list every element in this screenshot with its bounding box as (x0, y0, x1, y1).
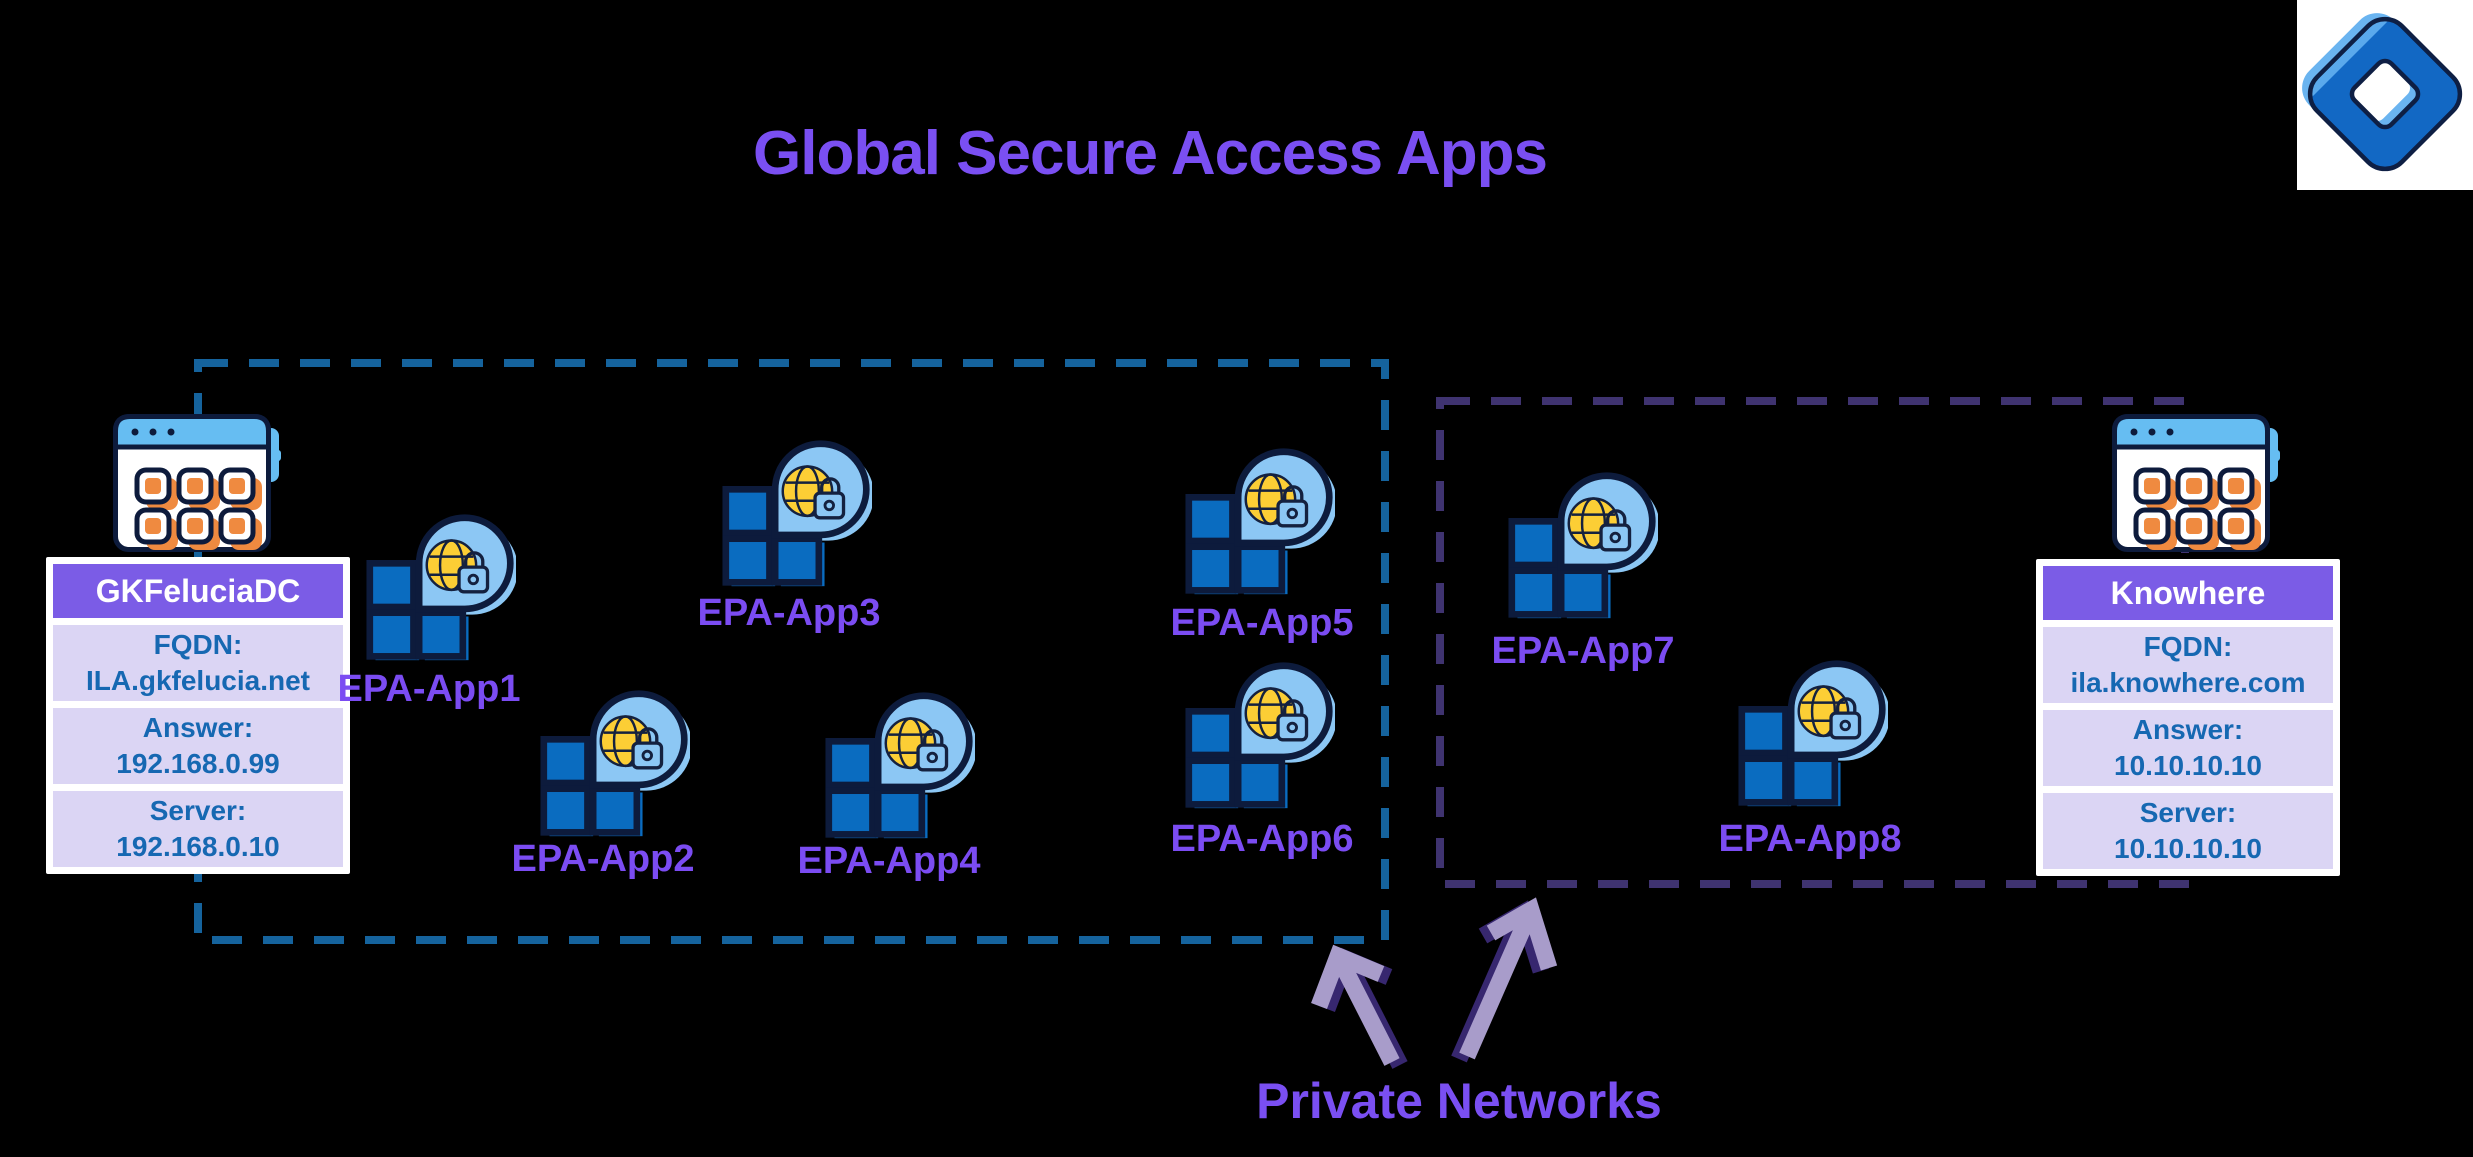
row-value: ila.knowhere.com (2070, 667, 2306, 698)
row-value: 10.10.10.10 (2114, 833, 2262, 864)
secure-app-icon (540, 688, 690, 840)
browser-window-icon (2112, 414, 2284, 554)
secure-app-icon (366, 512, 516, 664)
site-name: Knowhere (2043, 566, 2333, 620)
server-row: Server: 192.168.0.10 (53, 791, 343, 867)
row-label: FQDN: (2143, 630, 2233, 662)
app-label: EPA-App1 (337, 668, 521, 710)
secure-app-icon (1185, 660, 1335, 812)
site-name: GKFeluciaDC (53, 564, 343, 618)
row-label: Server: (2139, 796, 2237, 828)
row-label: Answer: (2132, 713, 2244, 745)
secure-app-icon (1185, 446, 1335, 598)
arrow-up-left-icon (1311, 944, 1408, 1069)
page-title: Global Secure Access Apps (753, 119, 1548, 188)
answer-row: Answer: 192.168.0.99 (53, 708, 343, 784)
app-label: EPA-App8 (1718, 818, 1902, 860)
row-value: ILA.gkfelucia.net (85, 665, 311, 696)
secure-app-icon (722, 438, 872, 590)
logo-card (2297, 0, 2473, 190)
secure-app-icon (825, 690, 975, 842)
row-label: FQDN: (153, 628, 243, 660)
fqdn-row: FQDN: ILA.gkfelucia.net (53, 625, 343, 701)
global-secure-access-logo-icon (2300, 9, 2470, 179)
fqdn-row: FQDN: ila.knowhere.com (2043, 627, 2333, 703)
row-value: 192.168.0.10 (116, 831, 280, 862)
dns-table-knowhere: Knowhere FQDN: ila.knowhere.com Answer: … (2036, 559, 2340, 876)
secure-app-icon (1508, 470, 1658, 622)
private-networks-label: Private Networks (1256, 1073, 1662, 1129)
app-label: EPA-App4 (797, 840, 981, 882)
app-label: EPA-App7 (1491, 630, 1675, 672)
app-label: EPA-App2 (511, 838, 695, 880)
browser-window-icon (113, 414, 285, 554)
server-row: Server: 10.10.10.10 (2043, 793, 2333, 869)
answer-row: Answer: 10.10.10.10 (2043, 710, 2333, 786)
row-value: 10.10.10.10 (2114, 750, 2262, 781)
app-label: EPA-App6 (1170, 818, 1354, 860)
secure-app-icon (1738, 658, 1888, 810)
app-label: EPA-App5 (1170, 602, 1354, 644)
dns-table-gkfeluciadc: GKFeluciaDC FQDN: ILA.gkfelucia.net Answ… (46, 557, 350, 874)
row-value: 192.168.0.99 (116, 748, 280, 779)
arrow-up-right-icon (1451, 897, 1558, 1063)
row-label: Server: (149, 794, 247, 826)
row-label: Answer: (142, 711, 254, 743)
app-label: EPA-App3 (697, 592, 881, 634)
